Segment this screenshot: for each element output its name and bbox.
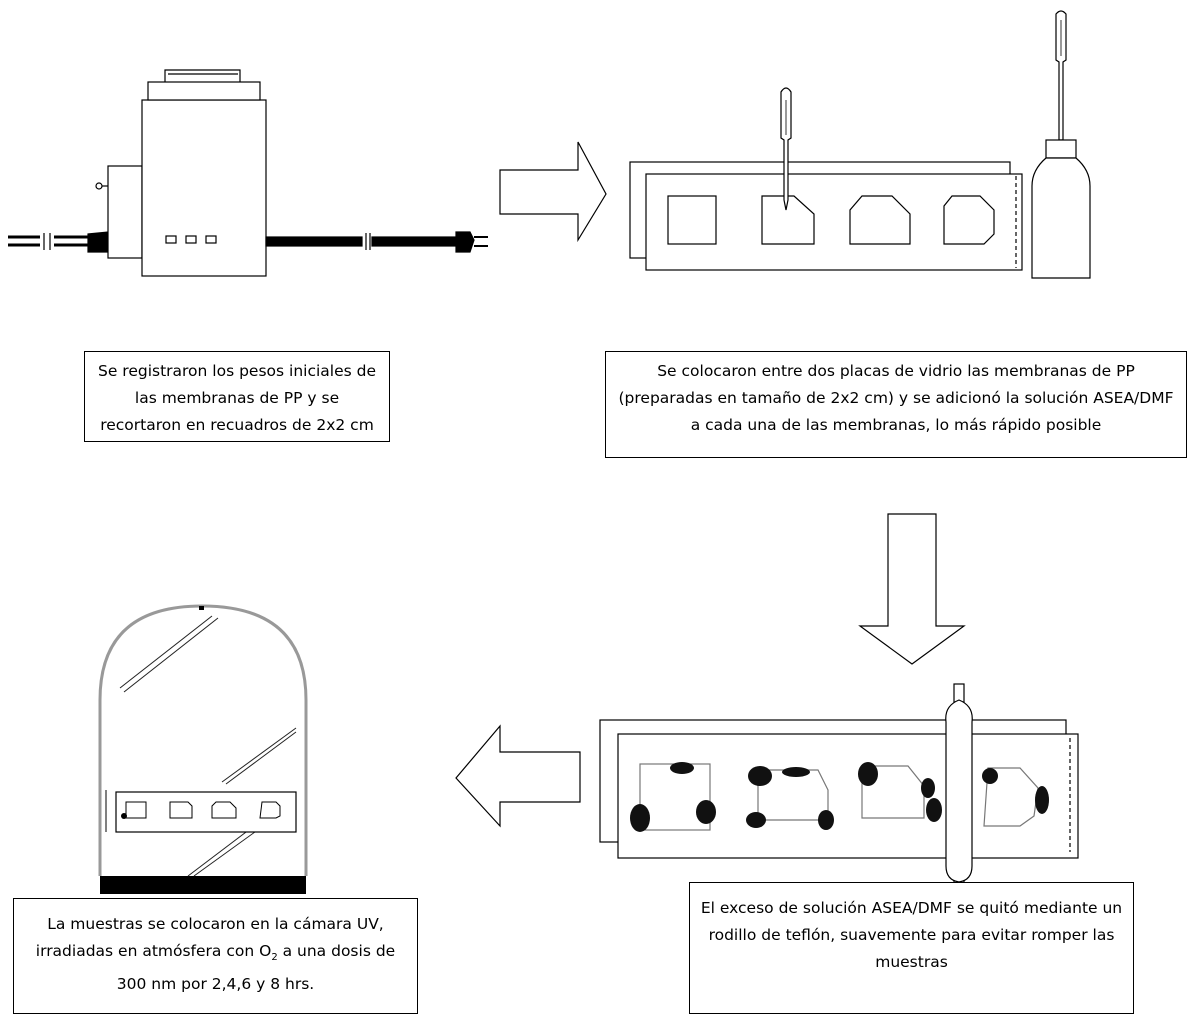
glass-plates-icon (599, 719, 1079, 859)
arrow-left-icon (455, 724, 581, 828)
solution-blobs (630, 762, 1049, 832)
arrow-down-icon (858, 513, 966, 665)
bottle-icon (1031, 10, 1091, 279)
step-4-text-after: a una dosis de 300 nm por 2,4,6 y 8 hrs. (116, 942, 396, 994)
uv-chamber-icon (98, 604, 308, 894)
step-4-description: La muestras se colocaron en la cámara UV… (13, 898, 418, 1014)
step-3-description: El exceso de solución ASEA/DMF se quitó … (689, 882, 1134, 1014)
oxygen-subscript: 2 (271, 952, 278, 964)
membrane-shape (849, 195, 911, 245)
step-2-text: Se colocaron entre dos placas de vidrio … (618, 362, 1174, 434)
step-4-text-before: La muestras se colocaron en la cámara UV… (35, 915, 384, 960)
glass-plates-icon (629, 161, 1023, 271)
step-2-description: Se colocaron entre dos placas de vidrio … (605, 351, 1187, 458)
step-3-text: El exceso de solución ASEA/DMF se quitó … (700, 899, 1123, 971)
arrow-right-icon (499, 141, 607, 243)
step-1-description: Se registraron los pesos iniciales de la… (84, 351, 390, 442)
roller-icon (945, 683, 973, 895)
membrane-shape (761, 195, 815, 245)
step-1-text: Se registraron los pesos iniciales de la… (97, 362, 377, 434)
hot-plate-icon (8, 69, 488, 277)
membrane-shape (943, 195, 995, 245)
membrane-square (667, 195, 717, 245)
pipette-icon (780, 87, 792, 211)
